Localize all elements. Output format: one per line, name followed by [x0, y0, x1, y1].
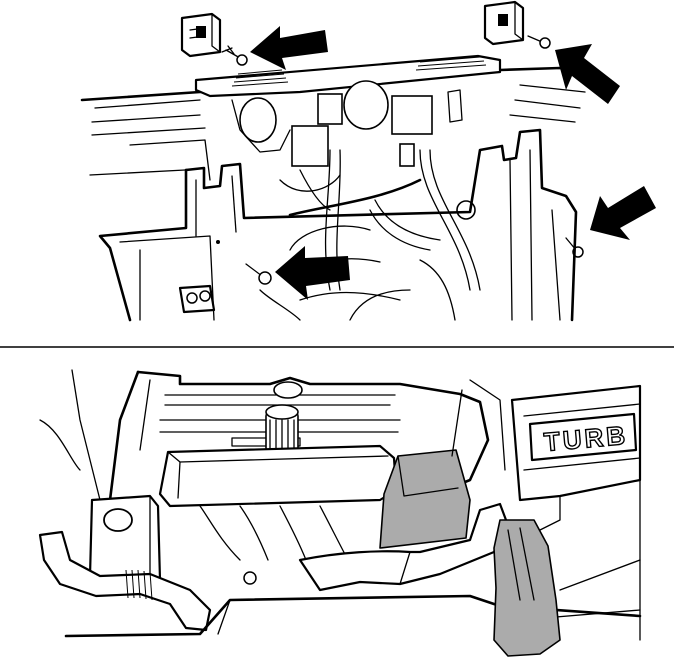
- turbo-housing: TURB: [510, 384, 642, 531]
- arrow-right: [590, 186, 656, 240]
- arrow-bottom-left: [275, 246, 350, 300]
- cover-panel: [194, 54, 502, 98]
- screw-left: [221, 45, 248, 66]
- clip-left: [180, 12, 222, 58]
- engine-block: [108, 370, 490, 502]
- fan-shroud: [98, 128, 578, 322]
- screw-right: [527, 35, 551, 49]
- top-panel: [80, 0, 656, 322]
- bracket: [178, 284, 216, 314]
- screw-lower-left: [245, 263, 272, 285]
- coolant-reservoir: [88, 494, 162, 588]
- lower-hose: [38, 530, 212, 632]
- throttle-cable: [451, 389, 463, 457]
- intake-pipe: [298, 502, 508, 592]
- intake-hose: [493, 519, 561, 657]
- arrow-top-right: [555, 44, 620, 104]
- clip-right: [483, 0, 525, 46]
- turbo-lettering: TURB: [543, 420, 630, 457]
- arrow-top-left: [250, 26, 328, 70]
- bottom-panel: TURB: [38, 369, 642, 657]
- components: [231, 80, 481, 291]
- air-intake-box: [379, 449, 471, 549]
- turbo-lettering-plate: TURB: [528, 412, 638, 462]
